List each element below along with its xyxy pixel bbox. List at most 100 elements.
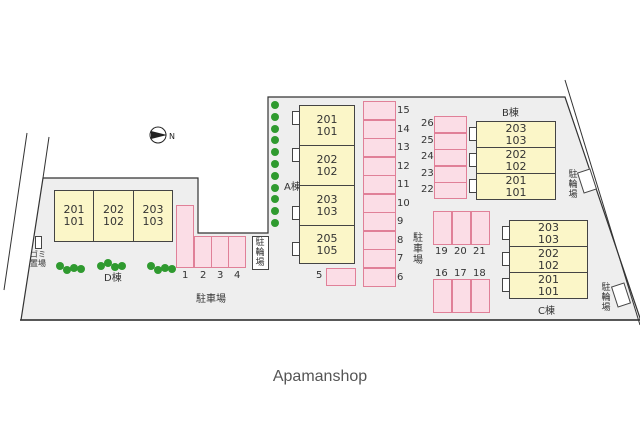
parking-slot-25 [434,132,467,150]
entrance [469,179,476,193]
slot-number: 22 [421,184,434,195]
slot-number: 10 [397,197,410,209]
slot-number: 17 [454,268,467,279]
parking-slot-24 [434,149,467,166]
entrance [292,206,299,220]
parking-slot-14 [363,119,396,139]
tree-icon [118,262,126,270]
unit-number: 102 [538,258,559,272]
compass-icon [149,126,167,144]
unit-number: 203 [316,192,338,206]
unit-number: 201 [316,112,338,126]
slot-number: 26 [421,118,434,129]
slot-number: 19 [435,246,448,257]
parking-slot-12 [363,156,396,176]
tree-icon [271,219,279,227]
slot-number: 5 [316,270,323,281]
unit-number: 101 [538,284,559,298]
tree-icon [77,265,85,273]
building-b-label: B棟 [502,108,519,119]
slot-number: 13 [397,142,410,153]
tree-icon [271,171,279,180]
slot-number: 3 [217,270,224,281]
parking-slot-4 [228,236,246,268]
unit-number: 203 [505,121,527,135]
parking-slot-11 [363,175,396,194]
garbage-label: ゴミ置場 [30,250,46,268]
slot-number: 2 [200,270,207,281]
parking-slot-21 [471,211,490,245]
parking-slot-18 [471,279,490,313]
road-line [3,132,28,291]
unit-number: 201 [538,272,559,286]
slot-number: 18 [473,268,486,279]
tree-icon [154,266,162,274]
entrance [469,127,476,141]
tree-icon [97,262,105,270]
tree-icon [271,183,279,192]
unit-number: 202 [538,246,559,260]
slot-number: 7 [397,253,404,264]
entrance [502,252,509,266]
slot-number: 25 [421,134,434,146]
parking-slot-2 [194,236,212,268]
garbage-box [35,236,42,249]
slot-number: 9 [397,216,404,227]
parking-slot-5 [326,268,356,286]
parking-slot-20 [452,211,471,245]
parking-slot-16 [433,279,452,313]
tree-icon [147,262,155,270]
parking-label: 駐車場 [413,233,423,266]
tree-icon [271,207,279,216]
entrance [292,111,299,125]
parking-slot-22 [434,182,467,199]
unit-number: 201 [505,173,527,187]
slot-number: 23 [421,167,434,179]
tree-icon [161,264,169,272]
parking-label: 駐車場 [196,294,226,305]
parking-slot-17 [452,279,471,313]
slot-number: 16 [435,268,448,279]
building-c-label: C棟 [538,306,555,317]
slot-number: 11 [397,179,410,190]
tree-icon [271,148,279,157]
entrance [469,153,476,167]
tree-icon [271,112,279,121]
unit-number: 102 [103,215,124,228]
unit-number: 102 [505,159,527,173]
building-a-label: A棟 [284,182,301,193]
unit-number: 103 [538,232,559,246]
parking-slot-3 [211,236,229,268]
unit-number: 201 [63,203,85,216]
parking-slot-23 [434,165,467,183]
slot-number: 15 [397,105,410,116]
entrance [502,226,509,240]
parking-slot-6 [363,267,396,287]
bike-parking-label: 駐輪場 [568,170,578,200]
slot-number: 12 [397,160,410,172]
brand-text: Apamanshop [272,368,368,385]
entrance [292,148,299,162]
unit-number: 105 [316,243,338,257]
tree-icon [56,262,64,270]
bike-parking-label: 駐輪場 [255,238,265,268]
bike-parking-label: 駐輪場 [601,283,611,313]
parking-slot-8 [363,230,396,250]
slot-number: 4 [234,270,241,281]
slot-number: 24 [421,151,434,162]
slot-number: 14 [397,123,410,135]
building-d-label: D棟 [104,273,122,284]
entrance [292,242,299,256]
unit-number: 203 [538,220,559,234]
tree-icon [271,160,279,168]
parking-slot-26 [434,116,467,133]
tree-icon [271,136,279,145]
